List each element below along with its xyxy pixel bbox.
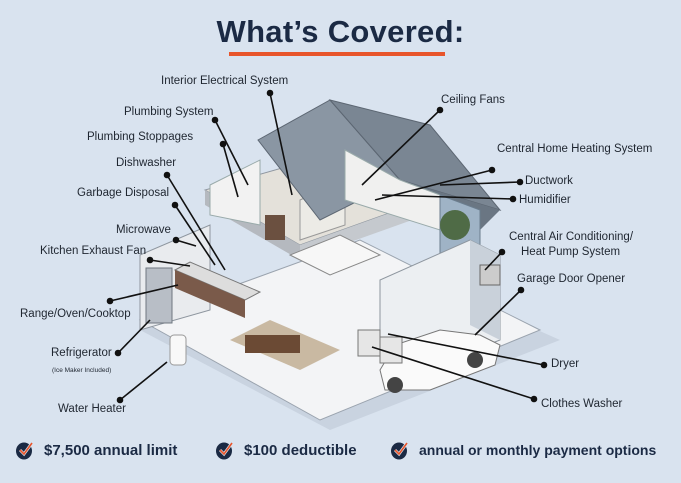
leader-central-air (484, 251, 503, 271)
leader-plumbing-stoppages (222, 143, 239, 198)
check-badge-icon (16, 442, 34, 460)
leader-refrigerator (117, 319, 151, 354)
leader-dishwasher (166, 174, 226, 271)
leader-garage-door (474, 289, 522, 336)
label-dishwasher: Dishwasher (116, 157, 177, 169)
leader-interior-electrical (269, 92, 293, 196)
feature-label: $7,500 annual limit (44, 441, 178, 459)
leader-ductwork (439, 181, 521, 186)
title-underline (229, 52, 445, 56)
leader-washer (371, 346, 535, 400)
label-water-heater: Water Heater (58, 403, 126, 415)
label-garage-door-opener: Garage Door Opener (517, 273, 626, 285)
label-dryer: Dryer (551, 358, 580, 370)
leader-plumbing-system (214, 119, 249, 186)
check-badge-icon (216, 442, 234, 460)
feature-annual-limit: $7,500 annual limit (16, 440, 177, 460)
label-ductwork: Ductwork (525, 175, 573, 187)
label-ceiling-fans: Ceiling Fans (441, 94, 505, 106)
feature-label: annual or monthly payment options (419, 442, 657, 458)
label-microwave: Microwave (116, 224, 171, 236)
label-clothes-washer: Clothes Washer (541, 398, 623, 410)
leader-humidifier (381, 194, 514, 200)
leader-ceiling-fans (361, 109, 441, 186)
label-kitchen-exhaust-fan: Kitchen Exhaust Fan (40, 245, 147, 257)
label-central-heating: Central Home Heating System (497, 143, 653, 155)
label-garbage-disposal: Garbage Disposal (77, 187, 170, 199)
label-plumbing-system: Plumbing System (124, 106, 214, 118)
page-title: What’s Covered: (216, 14, 465, 49)
check-badge-icon (391, 442, 409, 460)
leader-range (109, 284, 179, 302)
label-central-air-1: Central Air Conditioning/ (509, 231, 634, 243)
leader-water-heater (119, 361, 168, 401)
leader-garbage-disposal (174, 204, 216, 266)
feature-payment-options: annual or monthly payment options (391, 440, 656, 460)
feature-deductible: $100 deductible (216, 440, 357, 460)
leader-exhaust-fan (149, 259, 191, 267)
label-range: Range/Oven/Cooktop (20, 308, 131, 320)
label-interior-electrical: Interior Electrical System (161, 75, 289, 87)
leader-microwave (175, 239, 197, 247)
feature-label: $100 deductible (244, 441, 357, 459)
leader-dryer (387, 333, 545, 366)
label-refrigerator: Refrigerator (51, 347, 112, 359)
label-central-air-2: Heat Pump System (521, 246, 621, 258)
label-refrigerator-note: (Ice Maker Included) (52, 367, 112, 374)
label-plumbing-stoppages: Plumbing Stoppages (87, 131, 194, 143)
label-humidifier: Humidifier (519, 194, 571, 206)
